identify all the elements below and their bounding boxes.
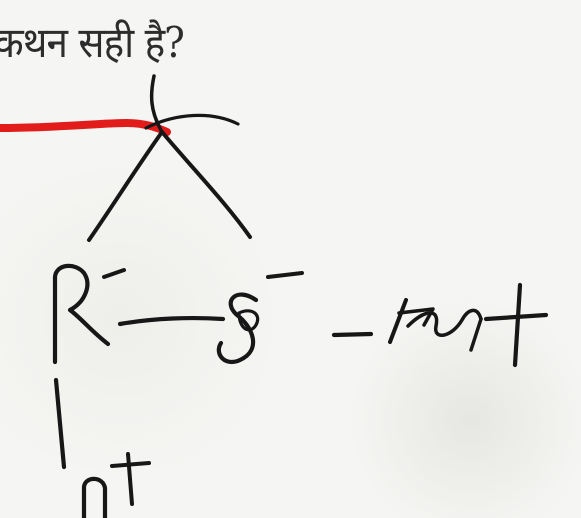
printed-hindi-question-fragment: कथन सही है? bbox=[0, 18, 185, 67]
pdn-fragment-descender bbox=[469, 317, 483, 352]
positive-charge-vertical bbox=[512, 282, 523, 368]
upper-v-stroke bbox=[149, 74, 164, 134]
upper-cross-stroke bbox=[144, 113, 240, 130]
first-bond-line bbox=[117, 315, 226, 327]
second-bond-line bbox=[331, 331, 374, 338]
pdn-fragment-scribble bbox=[406, 308, 483, 337]
right-v-stroke bbox=[160, 130, 252, 239]
r-negative-charge-mark bbox=[102, 268, 126, 279]
bottom-positive-charge-vertical bbox=[126, 452, 134, 506]
s-negative-charge-mark bbox=[266, 271, 304, 279]
positive-charge-horizontal bbox=[483, 312, 549, 322]
s-letter bbox=[216, 292, 259, 364]
bottom-vertical-line bbox=[53, 377, 67, 470]
red-underline-stroke bbox=[0, 118, 171, 136]
pdn-fragment-first-stroke bbox=[388, 298, 408, 344]
pdn-fragment-second-stroke bbox=[397, 307, 435, 327]
left-v-stroke bbox=[87, 130, 164, 242]
r-letter bbox=[52, 263, 111, 365]
s-inner-loop bbox=[237, 309, 260, 332]
bottom-positive-charge-horizontal bbox=[110, 461, 151, 468]
bottom-n-letter bbox=[81, 476, 108, 518]
